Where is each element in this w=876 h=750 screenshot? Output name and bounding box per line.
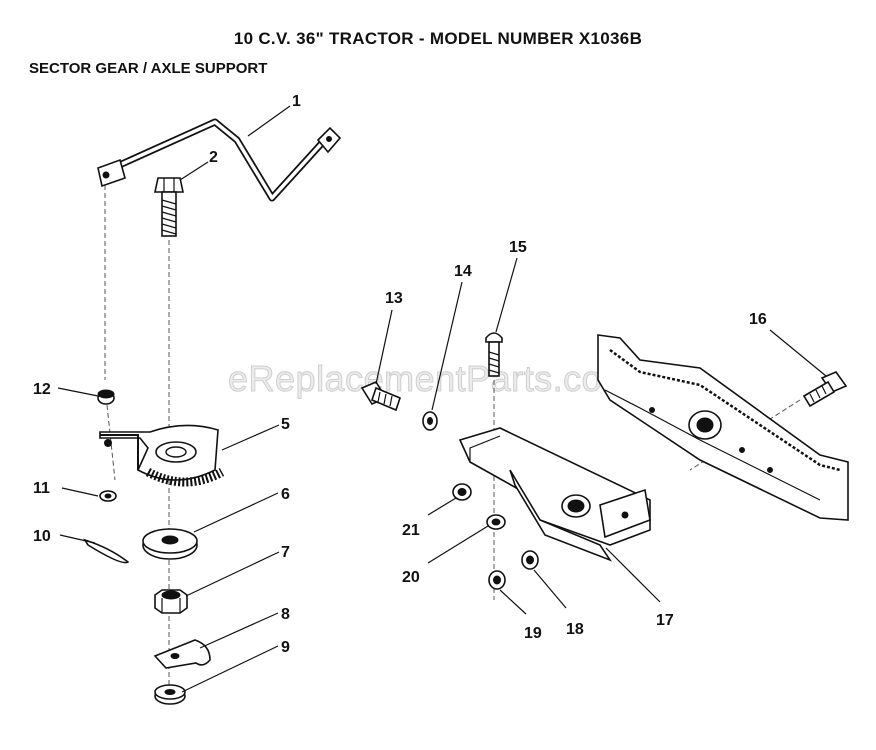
nut-20 [486,514,506,530]
callout-8: 8 [281,606,290,623]
axle-support-bracket [458,427,651,562]
callout-13: 13 [385,290,403,307]
callout-labels: 1 2 5 6 7 8 9 10 11 12 13 14 15 16 17 18… [33,93,767,656]
spacer-9 [154,684,186,705]
callout-5: 5 [281,416,290,433]
clip-8 [153,639,211,669]
sector-gear [99,424,225,487]
callout-15: 15 [509,239,527,256]
nut-21 [452,483,472,501]
callout-17: 17 [656,612,674,629]
watermark: eReplacementParts.com [228,358,633,400]
front-axle [597,334,849,521]
callout-1: 1 [292,93,301,110]
callout-6: 6 [281,486,290,503]
bushing-6 [142,528,198,560]
nut-19 [488,570,506,590]
cotter-pin [83,538,130,564]
callout-19: 19 [524,625,542,642]
section-title: SECTOR GEAR / AXLE SUPPORT [29,60,268,77]
nut-18 [521,550,539,570]
leader-lines [57,105,827,693]
callout-14: 14 [454,263,472,280]
centerline-left-b [106,404,116,481]
callout-20: 20 [402,569,420,586]
washer-11 [99,490,117,502]
callout-10: 10 [33,528,51,545]
carriage-bolt-15 [485,332,503,377]
callout-9: 9 [281,639,290,656]
callout-12: 12 [33,381,51,398]
lock-nut-12 [97,389,115,405]
washer-14 [422,411,438,431]
hex-bolt [154,177,184,237]
callout-16: 16 [749,311,767,328]
hex-bolt-16 [802,371,848,408]
callout-21: 21 [402,522,420,539]
page-title: 10 C.V. 36" TRACTOR - MODEL NUMBER X1036… [233,29,643,48]
shoulder-bolt-13 [360,380,401,412]
callout-11: 11 [33,480,50,497]
callout-18: 18 [566,621,584,638]
hex-nut-7 [154,589,188,614]
drag-link-rod [97,118,342,202]
callout-2: 2 [209,149,218,166]
callout-7: 7 [281,544,290,561]
